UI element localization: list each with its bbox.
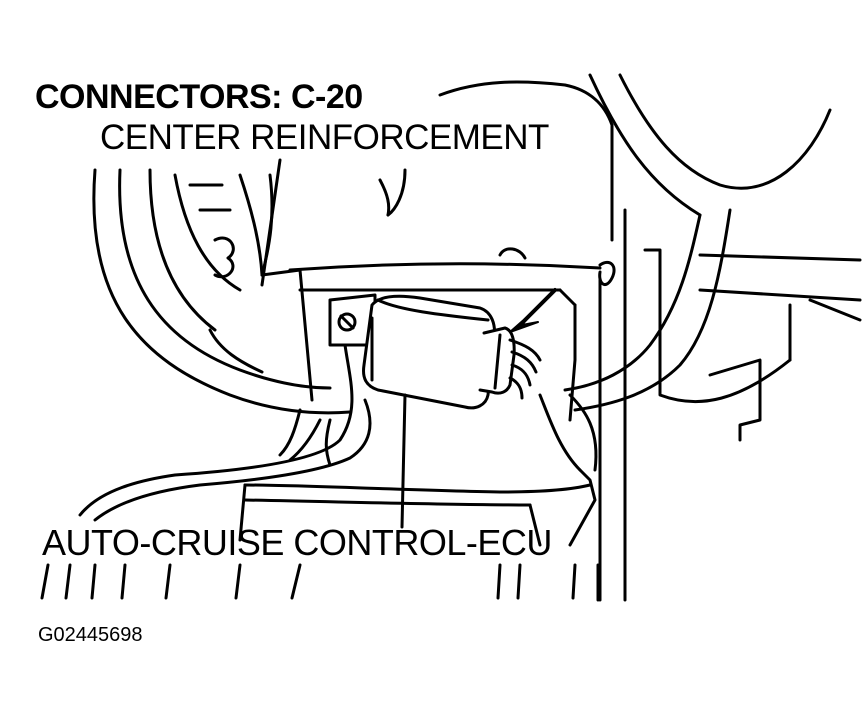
lower-support-frame xyxy=(240,395,596,545)
connector-c20 xyxy=(480,328,540,398)
callout-center-reinforcement: CENTER REINFORCEMENT xyxy=(100,118,549,157)
bottom-hatching xyxy=(42,565,598,600)
leader-lines xyxy=(262,160,405,527)
mounting-rail xyxy=(290,249,600,420)
callout-auto-cruise-ecu: AUTO-CRUISE CONTROL-ECU xyxy=(42,522,552,563)
upper-duct xyxy=(380,75,830,410)
auto-cruise-ecu-unit xyxy=(364,296,495,408)
right-housing xyxy=(600,210,860,600)
wiring-harness xyxy=(80,345,580,520)
connector-pointer-arrow xyxy=(509,290,555,333)
diagram-title: CONNECTORS: C-20 xyxy=(35,78,363,116)
figure-id: G02445698 xyxy=(38,624,143,646)
